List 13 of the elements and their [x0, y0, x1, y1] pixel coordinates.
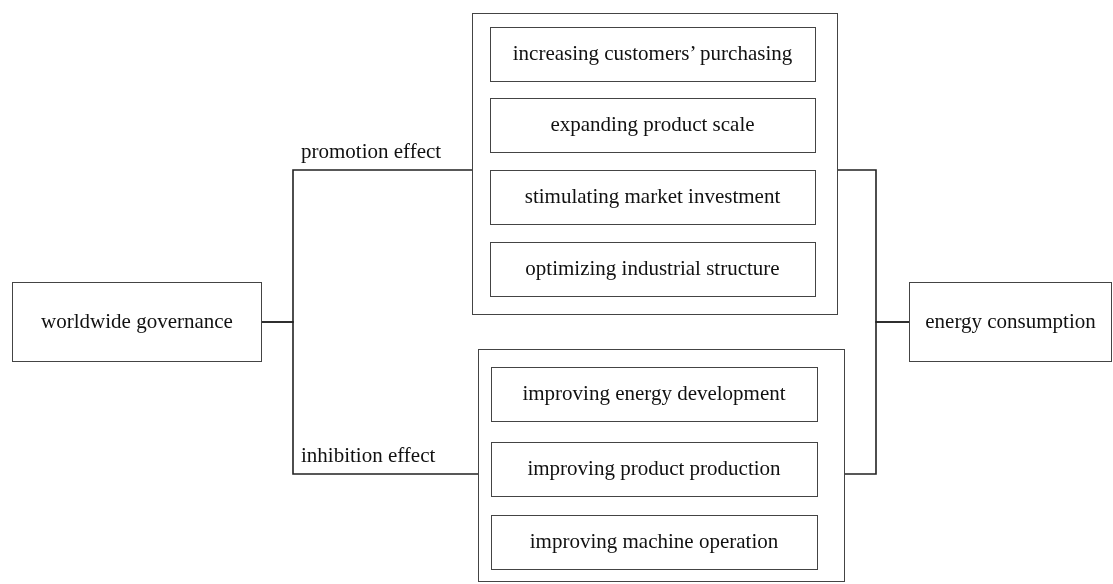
- process-box: improving product production: [490, 441, 818, 497]
- process-box: energy consumption: [909, 282, 1112, 362]
- connector-line: [261, 321, 479, 475]
- group-box: [478, 349, 845, 582]
- process-box: worldwide governance: [12, 282, 262, 362]
- process-box: expanding product scale: [489, 97, 816, 153]
- process-box: improving machine operation: [490, 514, 818, 570]
- group-box: [472, 13, 838, 315]
- process-box: optimizing industrial structure: [489, 241, 816, 297]
- process-box: increasing customers’ purchasing: [489, 26, 816, 82]
- process-box: stimulating market investment: [489, 169, 816, 225]
- connector-line: [844, 321, 910, 475]
- process-box: improving energy development: [490, 366, 818, 422]
